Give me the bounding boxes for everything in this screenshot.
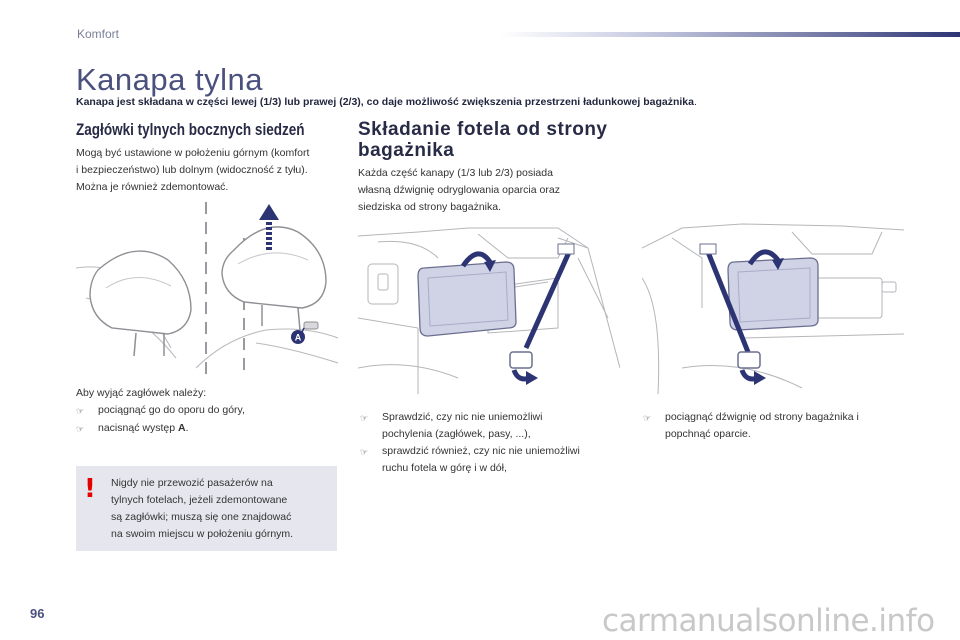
warning-line: na swoim miejscu w położeniu górnym. <box>111 528 294 540</box>
trunk-illustration-left-fold <box>358 218 620 394</box>
list-item-text-bold: A <box>177 422 186 434</box>
list-item: ☞ nacisnąć występ A. <box>76 420 346 438</box>
list-item-line: pociągnąć dźwignię od strony bagażnika i <box>665 411 859 423</box>
warning-line: tylnych fotelach, jeżeli zdemontowane <box>111 494 288 506</box>
list-item: ☞ pociągnąć go do oporu do góry, <box>76 402 346 420</box>
list-item-line: sprawdzić również, czy nic nie uniemożli… <box>382 445 580 457</box>
bullet-icon: ☞ <box>76 406 85 416</box>
paragraph-line: Można je również zdemontować. <box>76 181 229 193</box>
pull-arrow-icon <box>511 369 538 385</box>
paragraph-line: siedziska od strony bagażnika. <box>358 201 501 213</box>
headrest-illustration: A <box>76 202 338 376</box>
watermark: carmanualsonline.info <box>602 603 935 639</box>
list-item-line: pochylenia (zagłówek, pasy, ...), <box>382 428 531 440</box>
page-subtitle-end: . <box>693 96 697 108</box>
header-bar <box>500 32 960 37</box>
seat-backrest-shape <box>727 257 819 331</box>
curved-arrow-icon <box>460 251 496 272</box>
list-item-text: sprawdzić również, czy nic nie uniemożli… <box>382 443 580 477</box>
bullet-icon: ☞ <box>360 413 369 423</box>
removal-instructions: Aby wyjąć zagłówek należy: ☞ pociągnąć g… <box>76 385 346 438</box>
label-a-text: A <box>295 333 302 343</box>
warning-line: Nigdy nie przewozić pasażerów na <box>111 477 273 489</box>
warning-line: są zagłówki; muszą się one znajdować <box>111 511 292 523</box>
pull-arrow-icon <box>739 369 766 385</box>
headrest-paragraph: Mogą być ustawione w położeniu górnym (k… <box>76 145 346 196</box>
headrest-left-shape <box>89 250 192 335</box>
list-item-text-pre: nacisnąć występ <box>98 422 178 434</box>
page-number: 96 <box>30 606 45 621</box>
paragraph-line: Mogą być ustawione w położeniu górnym (k… <box>76 147 310 159</box>
list-item: ☞ pociągnąć dźwignię od strony bagażnika… <box>643 409 903 443</box>
curved-arrow-icon <box>747 249 784 270</box>
release-lever-shape <box>737 351 761 369</box>
list-item-text: pociągnąć dźwignię od strony bagażnika i… <box>665 409 859 443</box>
paragraph-line: własną dźwignię odryglowania oparcia ora… <box>358 184 560 196</box>
list-item: ☞ Sprawdzić, czy nic nie uniemożliwi poc… <box>360 409 622 443</box>
paragraph-line: Każda część kanapy (1/3 lub 2/3) posiada <box>358 167 553 179</box>
warning-icon: ! <box>84 474 96 504</box>
warning-box: ! Nigdy nie przewozić pasażerów na tylny… <box>76 466 337 551</box>
list-item-text-post: . <box>185 422 189 434</box>
bullet-icon: ☞ <box>643 413 652 423</box>
headrest-right-shape <box>221 226 327 309</box>
heading-line: bagażnika <box>358 140 455 161</box>
heading-line: Składanie fotela od strony <box>358 119 608 140</box>
bullet-icon: ☞ <box>360 447 369 457</box>
list-item: ☞ sprawdzić również, czy nic nie uniemoż… <box>360 443 622 477</box>
action-list: ☞ pociągnąć dźwignię od strony bagażnika… <box>643 409 903 443</box>
list-item-text: pociągnąć go do oporu do góry, <box>98 404 245 416</box>
release-lever-shape <box>509 351 533 369</box>
page-subtitle: Kanapa jest składana w części lewej (1/3… <box>76 96 697 108</box>
bullet-icon: ☞ <box>76 424 85 434</box>
list-item-text: nacisnąć występ A. <box>98 420 188 438</box>
list-item-line: ruchu fotela w górę i w dół, <box>382 462 507 474</box>
trunk-illustration-right-fold <box>642 218 904 394</box>
page-subtitle-text: Kanapa jest składana w części lewej (1/3… <box>76 96 694 108</box>
warning-text: Nigdy nie przewozić pasażerów na tylnych… <box>111 475 333 543</box>
seat-backrest-shape <box>417 261 517 337</box>
folding-paragraph: Każda część kanapy (1/3 lub 2/3) posiada… <box>358 165 608 216</box>
list-item-line: Sprawdzić, czy nic nie uniemożliwi <box>382 411 543 423</box>
check-list: ☞ Sprawdzić, czy nic nie uniemożliwi poc… <box>360 409 622 477</box>
label-a-marker: A <box>291 327 305 344</box>
instructions-intro: Aby wyjąć zagłówek należy: <box>76 387 207 399</box>
up-arrow-icon <box>259 204 279 250</box>
paragraph-line: i bezpieczeństwo) lub dolnym (widoczność… <box>76 164 308 176</box>
page-title: Kanapa tylna <box>76 62 263 97</box>
list-item-text: Sprawdzić, czy nic nie uniemożliwi pochy… <box>382 409 542 443</box>
section-label: Komfort <box>77 27 120 41</box>
headrest-heading: Zagłówki tylnych bocznych siedzeń <box>76 121 305 139</box>
list-item-line: popchnąć oparcie. <box>665 428 751 440</box>
folding-heading: Składanie fotela od strony bagażnika <box>358 119 628 161</box>
